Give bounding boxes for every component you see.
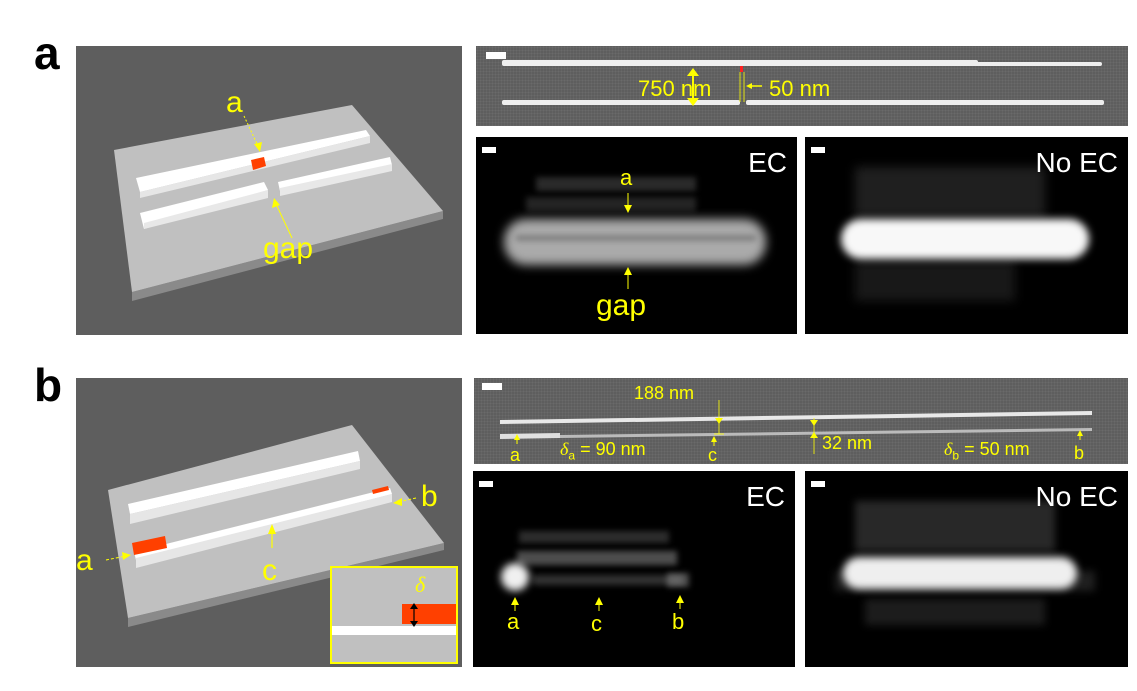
sem-a-drawing [502,60,1104,106]
ec-b-arrows [511,595,684,611]
panel-label-b: b [34,359,63,411]
ec-image-b: EC a c b [473,471,795,667]
ec-title: EC [746,481,785,512]
no-ec-image-b: No EC [805,471,1128,667]
dim-50nm: 50 nm [769,76,831,101]
sem-b-drawing [500,400,1092,454]
schematic-b: a b c δ [76,378,462,667]
delta-a-symbol: δ [560,439,569,459]
scale-bar [486,52,506,59]
schematic-b-label-a: a [76,544,93,577]
delta-a-value: δa = 90 nm [560,440,646,462]
panel-label-a: a [34,27,60,79]
delta-a-text: = 90 nm [580,439,646,459]
sem-b-label-c: c [708,445,717,464]
ec-b-label-c: c [591,611,602,636]
schematic-b-label-b: b [421,480,438,513]
no-ec-title: No EC [1035,147,1118,178]
schematic-b-label-c: c [262,554,277,587]
ec-title: EC [748,147,787,178]
schematic-a-label-gap: gap [263,232,314,265]
schematic-a-label-a: a [226,86,243,119]
dim-188nm: 188 nm [634,383,695,403]
ec-b-label-b: b [672,609,685,634]
sem-image-b: 188 nm 32 nm a c b δa = 90 nm δb = 50 nm [474,378,1128,464]
schematic-b-drawing [105,425,444,627]
no-ec-title: No EC [1035,481,1118,512]
inset-rod [332,626,456,635]
ec-a-label-a: a [620,165,633,190]
schematic-a: a gap [76,46,462,335]
scale-bar [479,481,493,487]
no-ec-image-a: No EC [805,137,1128,334]
delta-arrow-icon [410,603,418,627]
sem-image-a: 750 nm 50 nm [476,46,1128,126]
delta-b-symbol: δ [944,439,953,459]
sem-b-label-a: a [510,445,521,464]
delta-symbol: δ [415,572,426,597]
dim-750nm: 750 nm [638,76,712,101]
scale-bar [811,147,825,153]
delta-b-text: = 50 nm [964,439,1030,459]
delta-inset: δ [330,566,458,664]
ec-image-a: EC a gap [476,137,797,334]
dim-32nm: 32 nm [822,433,873,453]
schematic-a-drawing [114,105,443,301]
delta-b-sub: b [952,448,960,463]
ec-a-label-gap: gap [596,289,647,322]
scale-bar [482,383,502,390]
delta-a-sub: a [568,448,576,463]
sem-b-label-b: b [1074,443,1085,463]
scale-bar [811,481,825,487]
scale-bar [482,147,496,153]
ec-a-arrows [624,193,632,289]
delta-b-value: δb = 50 nm [944,440,1030,462]
ec-b-label-a: a [507,609,520,634]
